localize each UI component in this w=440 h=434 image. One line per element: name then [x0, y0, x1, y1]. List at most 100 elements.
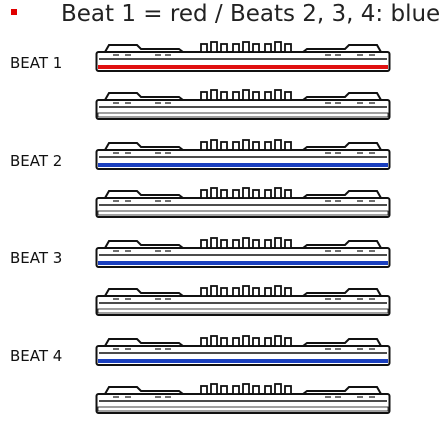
beat-light-strip	[98, 359, 388, 363]
mixer-knob	[264, 239, 272, 249]
mixer-knob	[252, 337, 260, 347]
mixer-knob	[210, 237, 218, 249]
beat-light-strip	[98, 261, 388, 265]
mixer-knob	[264, 91, 272, 101]
mixer-knob	[232, 385, 240, 395]
mixer-knob	[284, 287, 292, 297]
mixer-knob	[242, 139, 250, 151]
left-deck-outline	[104, 92, 184, 101]
mixer-knob	[200, 385, 208, 395]
mixer-knob	[252, 43, 260, 53]
mixer-knob	[242, 285, 250, 297]
left-deck-outline	[104, 142, 184, 151]
mixer-knob	[210, 41, 218, 53]
mixer-knob	[232, 189, 240, 199]
right-deck-outline	[302, 44, 382, 53]
mixer-knob	[252, 189, 260, 199]
mixer-knob	[220, 337, 228, 347]
mixer-knob	[200, 189, 208, 199]
mixer-knob	[252, 385, 260, 395]
right-deck-outline	[302, 142, 382, 151]
unlit-strip	[97, 406, 389, 412]
mixer-knob	[242, 237, 250, 249]
mixer-knob	[200, 91, 208, 101]
mixer-knob	[284, 385, 292, 395]
unlit-strip	[97, 210, 389, 216]
left-deck-outline	[104, 190, 184, 199]
mixer-knob	[232, 91, 240, 101]
controller-beat-4-unlit	[95, 383, 391, 414]
mixer-knob	[274, 89, 282, 101]
left-deck-outline	[104, 338, 184, 347]
mixer-knob	[242, 187, 250, 199]
mixer-knob	[220, 141, 228, 151]
mixer-knob	[242, 335, 250, 347]
mixer-knob	[252, 239, 260, 249]
left-deck-outline	[104, 240, 184, 249]
mixer-knob	[264, 385, 272, 395]
mixer-knob	[264, 287, 272, 297]
mixer-knob	[264, 141, 272, 151]
unlit-strip	[97, 112, 389, 118]
controller-beat-3-lit	[95, 237, 391, 268]
beat-label-4: BEAT 4	[10, 347, 63, 365]
bullet-marker	[11, 9, 17, 15]
mixer-knob	[274, 383, 282, 395]
mixer-knob	[220, 91, 228, 101]
mixer-knob	[210, 383, 218, 395]
mixer-knob	[220, 287, 228, 297]
right-deck-outline	[302, 92, 382, 101]
right-deck-outline	[302, 240, 382, 249]
mixer-knob	[220, 239, 228, 249]
mixer-knob	[264, 189, 272, 199]
beat-light-strip	[98, 163, 388, 167]
mixer-knob	[220, 385, 228, 395]
mixer-knob	[210, 89, 218, 101]
mixer-knob	[284, 337, 292, 347]
mixer-knob	[242, 41, 250, 53]
right-deck-outline	[302, 190, 382, 199]
beat-light-strip	[98, 65, 388, 69]
mixer-knob	[252, 287, 260, 297]
mixer-knob	[264, 43, 272, 53]
mixer-knob	[274, 335, 282, 347]
mixer-knob	[210, 285, 218, 297]
beat-label-3: BEAT 3	[10, 249, 63, 267]
mixer-knob	[210, 187, 218, 199]
unlit-strip	[97, 308, 389, 314]
mixer-knob	[274, 237, 282, 249]
mixer-knob	[284, 43, 292, 53]
mixer-knob	[264, 337, 272, 347]
right-deck-outline	[302, 386, 382, 395]
mixer-knob	[232, 337, 240, 347]
right-deck-outline	[302, 338, 382, 347]
mixer-knob	[210, 139, 218, 151]
controller-beat-2-lit	[95, 139, 391, 170]
mixer-knob	[252, 91, 260, 101]
beat-label-1: BEAT 1	[10, 54, 63, 72]
right-deck-outline	[302, 288, 382, 297]
mixer-knob	[232, 239, 240, 249]
slide-title: Beat 1 = red / Beats 2, 3, 4: blue	[61, 1, 440, 27]
mixer-knob	[200, 141, 208, 151]
left-deck-outline	[104, 386, 184, 395]
mixer-knob	[232, 287, 240, 297]
mixer-knob	[274, 285, 282, 297]
controller-beat-2-unlit	[95, 187, 391, 218]
controller-beat-1-lit	[95, 41, 391, 72]
mixer-knob	[232, 43, 240, 53]
mixer-knob	[274, 139, 282, 151]
mixer-knob	[200, 239, 208, 249]
mixer-knob	[200, 337, 208, 347]
left-deck-outline	[104, 44, 184, 53]
mixer-knob	[284, 141, 292, 151]
controller-beat-4-lit	[95, 335, 391, 366]
slide-header: Beat 1 = red / Beats 2, 3, 4: blue	[0, 0, 440, 30]
mixer-knob	[210, 335, 218, 347]
left-deck-outline	[104, 288, 184, 297]
mixer-knob	[252, 141, 260, 151]
mixer-knob	[284, 189, 292, 199]
beat-label-2: BEAT 2	[10, 152, 63, 170]
mixer-knob	[274, 41, 282, 53]
mixer-knob	[242, 383, 250, 395]
